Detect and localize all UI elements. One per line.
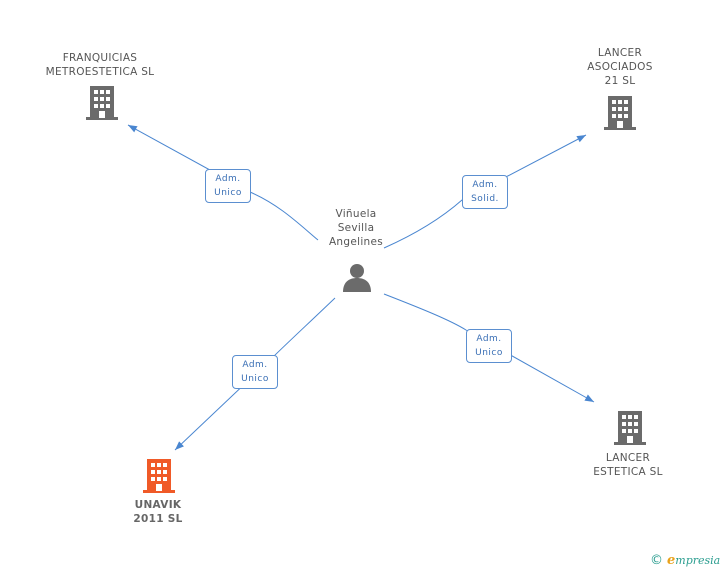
edge-label-line: Adm. — [476, 334, 502, 344]
company-label-line: 21 SL — [604, 75, 636, 87]
person-icon[interactable] — [342, 262, 372, 292]
company-label-franquicias[interactable]: FRANQUICIAS METROESTETICA SL — [40, 51, 160, 79]
company-label-unavik[interactable]: UNAVIK 2011 SL — [110, 498, 206, 526]
company-label-line: LANCER — [605, 452, 651, 464]
brand-logo-text: mpresia — [675, 554, 721, 567]
company-label-line: ASOCIADOS — [587, 61, 653, 73]
edge-lancer-asociados — [383, 134, 587, 249]
building-icon[interactable] — [614, 411, 646, 445]
company-label-line: 2011 SL — [133, 513, 183, 525]
brand-logo-initial: e — [667, 553, 676, 568]
brand-footer[interactable]: © empresia — [650, 553, 720, 568]
edge-franquicias — [127, 124, 319, 241]
building-icon[interactable] — [86, 86, 118, 120]
copyright-icon: © — [650, 553, 663, 568]
edge-lancer-estetica — [383, 293, 595, 403]
edge-label-unavik: Adm. Unico — [232, 355, 278, 389]
company-label-line: UNAVIK — [134, 499, 182, 511]
center-person-line: Viñuela — [335, 208, 377, 220]
edge-label-lancer-estetica: Adm. Unico — [466, 329, 512, 363]
company-label-lancer-asociados[interactable]: LANCER ASOCIADOS 21 SL — [570, 46, 670, 88]
edge-label-line: Unico — [241, 374, 269, 384]
building-icon[interactable] — [604, 96, 636, 130]
edge-label-franquicias: Adm. Unico — [205, 169, 251, 203]
edge-label-line: Unico — [214, 188, 242, 198]
edge-label-line: Adm. — [215, 174, 241, 184]
edge-label-line: Adm. — [242, 360, 268, 370]
center-person-label[interactable]: Viñuela Sevilla Angelines — [310, 207, 402, 249]
center-person-line: Sevilla — [337, 222, 375, 234]
company-label-lancer-estetica[interactable]: LANCER ESTETICA SL — [580, 451, 676, 479]
edge-label-line: Adm. — [472, 180, 498, 190]
company-label-line: FRANQUICIAS — [62, 52, 138, 64]
building-icon[interactable] — [143, 459, 175, 493]
edge-label-lancer-asociados: Adm. Solid. — [462, 175, 508, 209]
center-person-line: Angelines — [328, 236, 384, 248]
company-label-line: ESTETICA SL — [593, 466, 663, 478]
edge-label-line: Solid. — [471, 194, 499, 204]
edge-label-line: Unico — [475, 348, 503, 358]
company-label-line: LANCER — [597, 47, 643, 59]
company-label-line: METROESTETICA SL — [45, 66, 155, 78]
